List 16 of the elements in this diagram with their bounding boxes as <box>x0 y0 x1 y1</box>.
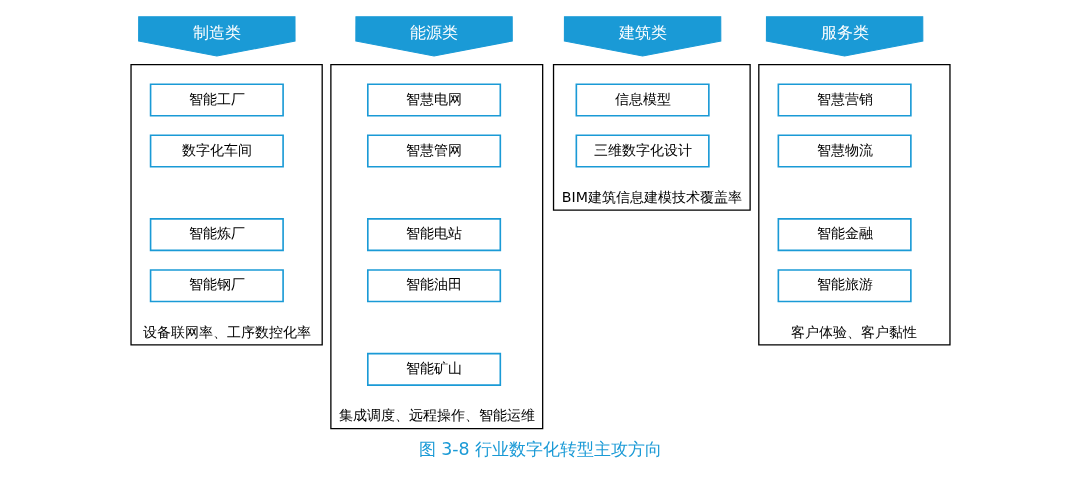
node-box: 数字化车间 <box>149 134 284 168</box>
node-box: 智能旅游 <box>777 269 912 303</box>
node-box: 三维数字化设计 <box>575 134 710 168</box>
node-box: 智能金融 <box>777 218 912 252</box>
caption: 图 3-8 行业数字化转型主攻方向 <box>418 439 662 460</box>
node-box: 智能电站 <box>366 218 501 252</box>
node-box: 智能矿山 <box>366 352 501 386</box>
node-box: 智能油田 <box>366 269 501 303</box>
node-box: 智慧电网 <box>366 83 501 117</box>
node-box: 智慧物流 <box>777 134 912 168</box>
node-box: 智慧营销 <box>777 83 912 117</box>
node-box: 智能工厂 <box>149 83 284 117</box>
node-box: 智能炼厂 <box>149 218 284 252</box>
node-box: 信息模型 <box>575 83 710 117</box>
node-box: 智慧管网 <box>366 134 501 168</box>
node-box: 智能钢厂 <box>149 269 284 303</box>
